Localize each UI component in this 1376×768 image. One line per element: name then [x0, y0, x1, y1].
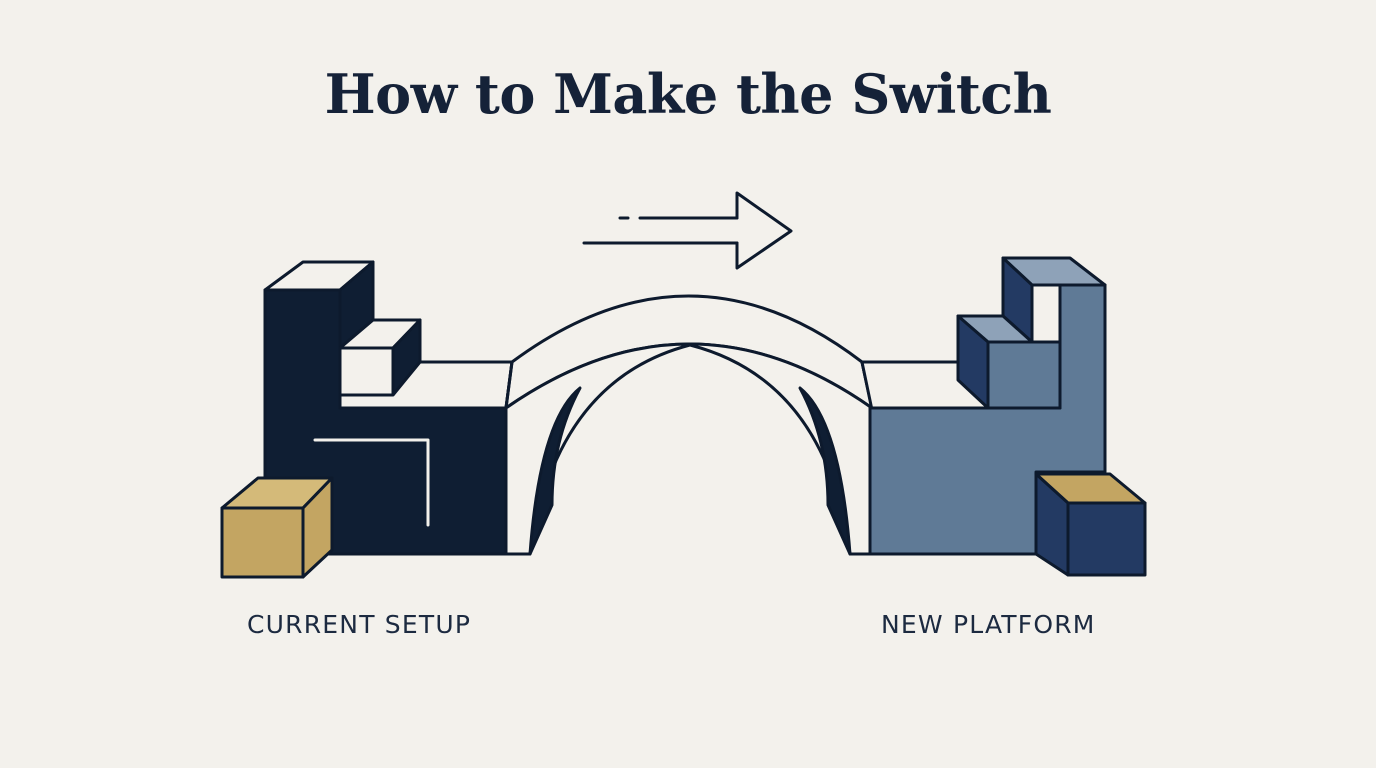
new-platform-label: NEW PLATFORM [881, 610, 1096, 639]
new-platform-structure [860, 256, 1107, 556]
page-title: How to Make the Switch [324, 62, 1052, 126]
current-setup-label: CURRENT SETUP [247, 610, 472, 639]
arrow-right-icon [582, 191, 793, 270]
crate-right [1034, 472, 1147, 577]
bridge [504, 294, 874, 556]
crate-left [220, 476, 334, 579]
